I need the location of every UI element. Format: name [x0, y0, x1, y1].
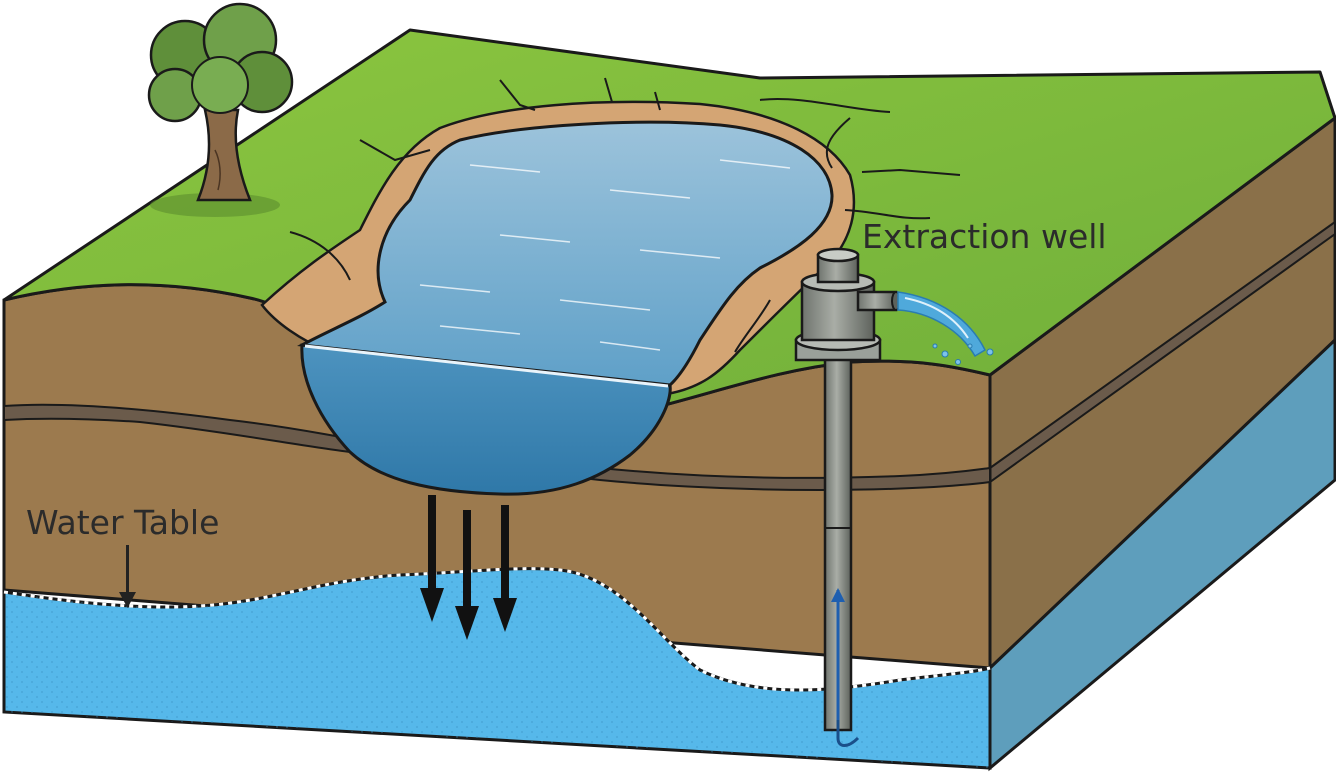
water-table-line	[3, 567, 991, 692]
extraction-well-label: Extraction well	[862, 217, 1107, 256]
water-table-label: Water Table	[26, 503, 220, 542]
pond-edge-highlight	[304, 344, 669, 388]
upward-flow-arrow-icon	[831, 588, 845, 720]
outflow-water-stream	[897, 291, 994, 365]
groundwater-dots	[4, 568, 990, 768]
downward-flow-arrow-icon	[493, 505, 517, 632]
bank-cracks	[289, 77, 961, 353]
pond-depth	[300, 343, 672, 496]
pond	[297, 120, 834, 496]
extraction-well-pump-icon	[794, 247, 901, 747]
downward-flow-arrow-icon	[420, 495, 444, 622]
downward-flow-arrow-icon	[455, 510, 479, 640]
pond-surface	[297, 120, 834, 387]
block-side-face	[988, 115, 1336, 772]
seepage-arrows	[420, 495, 517, 640]
tree-icon	[147, 2, 294, 217]
front-clay-band	[3, 403, 991, 492]
water-table-pointer-arrow	[119, 545, 136, 608]
pond-ripples	[419, 159, 791, 351]
